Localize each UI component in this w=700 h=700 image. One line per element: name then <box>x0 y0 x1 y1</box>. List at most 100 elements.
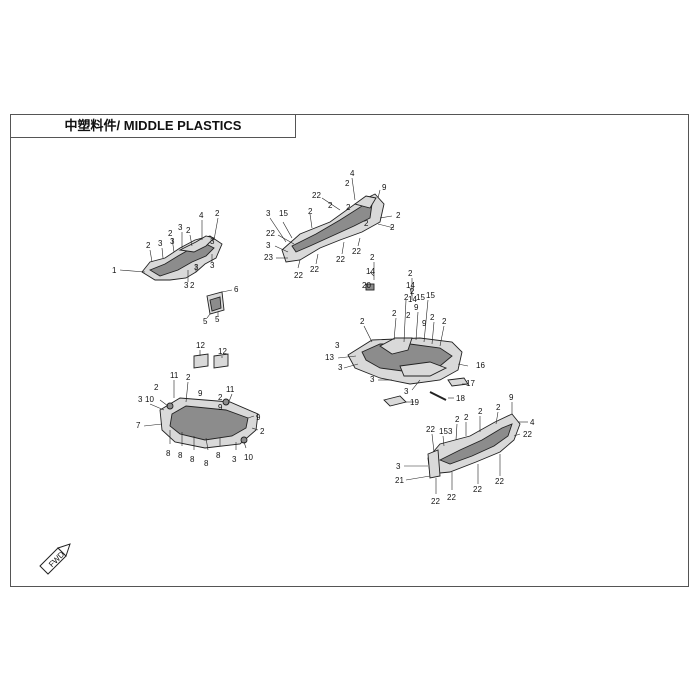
callout: 9 <box>382 183 387 192</box>
callout: 3 <box>184 281 189 290</box>
callout: 14 <box>366 267 375 276</box>
callout: 3 <box>210 261 215 270</box>
callout: 22 <box>426 425 435 434</box>
callout: 15 <box>439 427 448 436</box>
callout: 17 <box>466 379 475 388</box>
callout: 7 <box>136 421 141 430</box>
callout: 9 <box>414 303 419 312</box>
callout: 22 <box>312 191 321 200</box>
callout: 2 <box>328 201 333 210</box>
callout: 3 <box>266 241 271 250</box>
callout: 2 <box>186 226 191 235</box>
callout: 2 <box>190 281 195 290</box>
callout: 8 <box>166 449 171 458</box>
callout: 2 <box>392 309 397 318</box>
bracket-callouts: 6 5 5 <box>203 285 239 326</box>
callout: 2 <box>404 293 409 302</box>
callout: 12 <box>196 341 205 350</box>
callout: 16 <box>476 361 485 370</box>
callout: 2 <box>370 253 375 262</box>
callout: 18 <box>456 394 465 403</box>
callout: 11 <box>226 385 235 394</box>
callout: 2 <box>390 223 395 232</box>
callout: 22 <box>294 271 303 280</box>
callout: 20 <box>362 281 371 290</box>
callout: 2 <box>308 207 313 216</box>
callout: 3 <box>194 263 199 272</box>
callout: 19 <box>410 398 419 407</box>
callout: 22 <box>266 229 275 238</box>
callout: 6 <box>234 285 239 294</box>
bracket-part <box>206 289 233 319</box>
right-floor-part <box>427 413 521 479</box>
left-rear-fender-part <box>141 235 223 281</box>
callout: 3 <box>210 237 215 246</box>
callout: 22 <box>523 430 532 439</box>
callout: 21 <box>395 476 404 485</box>
callout: 8 <box>190 455 195 464</box>
callout: 2 <box>215 209 220 218</box>
callout: 2 <box>410 287 415 296</box>
title-box: 中塑料件/ MIDDLE PLASTICS <box>10 114 296 138</box>
callout: 10 <box>145 395 154 404</box>
callout: 2 <box>360 317 365 326</box>
page-title: 中塑料件/ MIDDLE PLASTICS <box>64 118 242 133</box>
callout: 22 <box>310 265 319 274</box>
center-top-frame-leaders <box>269 177 395 269</box>
callout: 4 <box>199 211 204 220</box>
callout: 2 <box>186 373 191 382</box>
center-console-callouts: 2 14 20 2 14 2 14 15 15 2 2 9 2 2 9 2 2 … <box>325 253 485 407</box>
callout: 3 <box>335 341 340 350</box>
callout: 11 <box>170 371 179 380</box>
left-rear-fender-callouts: 1 2 3 2 3 2 3 4 2 3 3 3 3 2 <box>112 209 220 290</box>
left-rear-fender-leaders <box>119 217 219 282</box>
callout: 3 <box>404 387 409 396</box>
center-top-frame-part <box>281 193 385 263</box>
callout: 9 <box>198 389 203 398</box>
callout: 5 <box>203 317 208 326</box>
callout: 4 <box>530 418 535 427</box>
callout: 3 <box>396 462 401 471</box>
callout: 3 <box>138 395 143 404</box>
callout: 2 <box>406 311 411 320</box>
callout: 8 <box>178 451 183 460</box>
callout: 1 <box>112 266 117 275</box>
callout: 13 <box>325 353 334 362</box>
center-top-frame-callouts: 4 2 9 22 2 3 15 2 2 2 22 2 3 2 23 22 22 … <box>264 169 401 280</box>
center-console-part <box>347 283 469 407</box>
callout: 2 <box>346 203 351 212</box>
left-floor-leaders <box>143 350 259 451</box>
forward-arrow-icon: FWD <box>39 543 71 575</box>
callout: 3 <box>170 237 175 246</box>
callout: 9 <box>256 413 261 422</box>
callout: 3 <box>158 239 163 248</box>
callout: 4 <box>350 169 355 178</box>
callout: 8 <box>216 451 221 460</box>
callout: 14 <box>406 281 415 290</box>
callout: 2 <box>154 383 159 392</box>
callout: 22 <box>352 247 361 256</box>
callout: 3 <box>370 375 375 384</box>
callout: 22 <box>447 493 456 502</box>
callout: 2 <box>345 179 350 188</box>
callout: 2 <box>496 403 501 412</box>
callout: 2 <box>146 241 151 250</box>
callout: 9 <box>422 319 427 328</box>
callout: 12 <box>218 347 227 356</box>
callout: 2 <box>396 211 401 220</box>
center-console-leaders <box>337 262 469 403</box>
callout: 22 <box>495 477 504 486</box>
callout: 2 <box>364 219 369 228</box>
callout: 15 <box>279 209 288 218</box>
right-floor-callouts: 9 4 2 2 2 22 15 3 2 22 3 21 22 22 22 22 <box>395 393 535 506</box>
callout: 3 <box>266 209 271 218</box>
callout: 5 <box>215 315 220 324</box>
callout: 9 <box>218 403 223 412</box>
callout: 23 <box>264 253 273 262</box>
left-floor-callouts: 12 12 11 2 9 2 11 9 3 10 2 7 8 8 8 8 8 3… <box>136 341 265 468</box>
left-floor-part <box>159 353 259 449</box>
callout: 2 <box>168 229 173 238</box>
callout: 22 <box>431 497 440 506</box>
callout: 10 <box>244 453 253 462</box>
